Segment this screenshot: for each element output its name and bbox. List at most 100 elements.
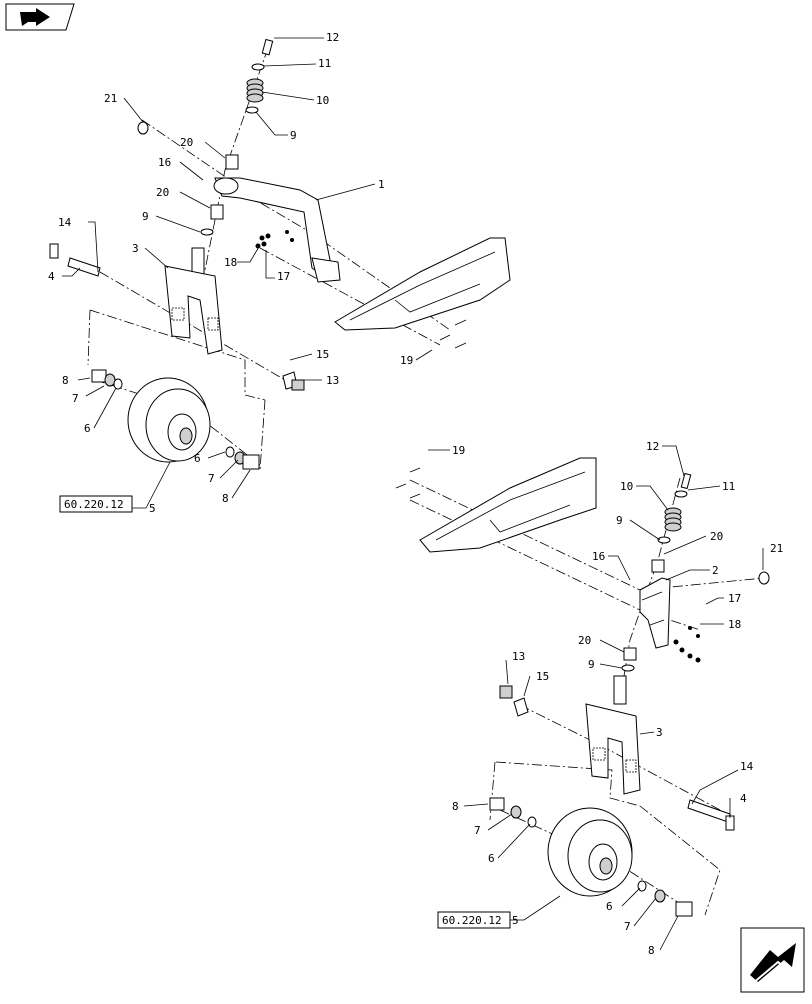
bolt-19a bbox=[454, 319, 467, 326]
callout-8[interactable]: 8 bbox=[222, 492, 229, 505]
bushing-20-top bbox=[225, 154, 239, 170]
bearing-8-right-right bbox=[675, 901, 693, 917]
washer-11-right bbox=[674, 490, 688, 498]
bolt-19c-right bbox=[409, 493, 421, 499]
plug-21 bbox=[137, 121, 149, 135]
seal-7-right-left bbox=[510, 805, 522, 819]
bolt-19b-right bbox=[395, 483, 407, 489]
callout-6[interactable]: 6 bbox=[194, 452, 201, 465]
spacer-6-right-right bbox=[637, 880, 647, 892]
axle-4 bbox=[49, 243, 101, 277]
callout-8[interactable]: 8 bbox=[452, 800, 459, 813]
nut-13-right bbox=[499, 685, 513, 699]
bolt-19c bbox=[454, 342, 467, 349]
ref-text-right[interactable]: 60.220.12 bbox=[442, 914, 502, 927]
callout-17[interactable]: 17 bbox=[277, 270, 290, 283]
fork-3-right bbox=[585, 675, 641, 795]
spring-10 bbox=[246, 78, 264, 103]
spring-10-right bbox=[664, 507, 682, 532]
bracket-2 bbox=[639, 577, 671, 649]
callout-14[interactable]: 14 bbox=[740, 760, 754, 773]
spacer-6-left bbox=[113, 378, 123, 390]
callout-5[interactable]: 5 bbox=[149, 502, 156, 515]
callout-2[interactable]: 2 bbox=[712, 564, 719, 577]
clip-15-right bbox=[513, 697, 529, 717]
callout-13[interactable]: 13 bbox=[512, 650, 525, 663]
bushing-20-right-top bbox=[651, 559, 665, 573]
callout-15[interactable]: 15 bbox=[536, 670, 549, 683]
callout-19[interactable]: 19 bbox=[400, 354, 413, 367]
callout-18[interactable]: 18 bbox=[728, 618, 741, 631]
frame-beam-right bbox=[419, 457, 597, 553]
callout-4[interactable]: 4 bbox=[48, 270, 55, 283]
callout-16[interactable]: 16 bbox=[592, 550, 605, 563]
wheel-5-right bbox=[547, 807, 633, 897]
callout-9[interactable]: 9 bbox=[142, 210, 149, 223]
callout-20[interactable]: 20 bbox=[180, 136, 193, 149]
callout-11[interactable]: 11 bbox=[318, 57, 331, 70]
callout-21[interactable]: 21 bbox=[770, 542, 783, 555]
right-assembly: 60.220.12 19 12 11 10 9 20 16 2 bbox=[395, 440, 783, 957]
callout-20[interactable]: 20 bbox=[156, 186, 169, 199]
callout-3[interactable]: 3 bbox=[132, 242, 139, 255]
frame-beam bbox=[334, 237, 511, 331]
left-assembly: 60.220.12 12 11 10 9 21 20 16 bbox=[48, 31, 511, 515]
ref-text-left[interactable]: 60.220.12 bbox=[64, 498, 124, 511]
next-page-arrow-icon[interactable] bbox=[740, 927, 805, 993]
callout-9[interactable]: 9 bbox=[616, 514, 623, 527]
bearing-8-left bbox=[91, 369, 107, 383]
bolt-19a-right bbox=[409, 467, 421, 473]
callout-11[interactable]: 11 bbox=[722, 480, 735, 493]
callout-8[interactable]: 8 bbox=[648, 944, 655, 957]
callout-17[interactable]: 17 bbox=[728, 592, 741, 605]
ref-box-left bbox=[59, 495, 133, 513]
fork-3 bbox=[164, 247, 223, 355]
callout-6[interactable]: 6 bbox=[84, 422, 91, 435]
callout-20[interactable]: 20 bbox=[578, 634, 591, 647]
pin-12 bbox=[261, 38, 274, 56]
plug-21-right bbox=[758, 571, 770, 585]
callout-7[interactable]: 7 bbox=[474, 824, 481, 837]
callout-1[interactable]: 1 bbox=[378, 178, 385, 191]
callout-9[interactable]: 9 bbox=[588, 658, 595, 671]
callout-6[interactable]: 6 bbox=[606, 900, 613, 913]
pin-12-right bbox=[680, 472, 692, 490]
spacer-6-right-left bbox=[527, 816, 537, 828]
callout-10[interactable]: 10 bbox=[316, 94, 329, 107]
callout-5[interactable]: 5 bbox=[512, 914, 519, 927]
callout-20[interactable]: 20 bbox=[710, 530, 723, 543]
callout-10[interactable]: 10 bbox=[620, 480, 633, 493]
callout-4[interactable]: 4 bbox=[740, 792, 747, 805]
washer-9-top bbox=[245, 106, 259, 114]
callout-9[interactable]: 9 bbox=[290, 129, 297, 142]
callout-13[interactable]: 13 bbox=[326, 374, 339, 387]
callout-14[interactable]: 14 bbox=[58, 216, 72, 229]
bushing-20-bottom bbox=[210, 204, 224, 220]
callout-6[interactable]: 6 bbox=[488, 852, 495, 865]
callout-15[interactable]: 15 bbox=[316, 348, 329, 361]
callout-12[interactable]: 12 bbox=[646, 440, 659, 453]
callout-7[interactable]: 7 bbox=[72, 392, 79, 405]
callout-21[interactable]: 21 bbox=[104, 92, 117, 105]
callout-18[interactable]: 18 bbox=[224, 256, 237, 269]
seal-7-left bbox=[104, 373, 116, 387]
bushing-20-right-bottom bbox=[623, 647, 637, 661]
callout-16[interactable]: 16 bbox=[158, 156, 171, 169]
callout-7[interactable]: 7 bbox=[624, 920, 631, 933]
bolt-19b bbox=[439, 334, 451, 341]
callout-3[interactable]: 3 bbox=[656, 726, 663, 739]
spacer-6-right bbox=[225, 446, 235, 458]
washer-9-bottom bbox=[200, 228, 214, 236]
washer-11 bbox=[251, 63, 265, 71]
seal-7-right-right bbox=[654, 889, 666, 903]
axle-4-right bbox=[687, 799, 735, 831]
callout-8[interactable]: 8 bbox=[62, 374, 69, 387]
callout-19[interactable]: 19 bbox=[452, 444, 465, 457]
bearing-8-right-left bbox=[489, 797, 505, 811]
callout-12[interactable]: 12 bbox=[326, 31, 339, 44]
washer-9-right-top bbox=[657, 536, 671, 544]
back-arrow-icon[interactable] bbox=[5, 3, 75, 31]
bearing-8-right bbox=[242, 454, 260, 470]
callout-7[interactable]: 7 bbox=[208, 472, 215, 485]
